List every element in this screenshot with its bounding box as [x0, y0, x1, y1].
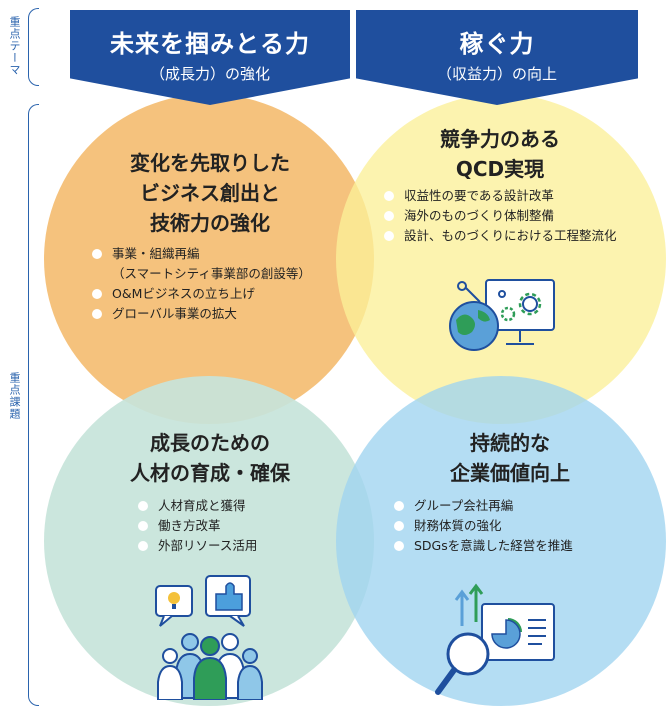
list-item: グローバル事業の拡大 [92, 304, 352, 324]
theme-side-label: 重点テーマ [8, 16, 21, 76]
people-idea-thumbs-up-icon [150, 572, 270, 704]
list-item: 収益性の要である設計改革 [384, 186, 654, 206]
growth-circle [44, 94, 374, 424]
issue-bracket [28, 104, 39, 706]
quadrant-bottom-right-list: グループ会社再編 財務体質の強化 SDGsを意識した経営を推進 [394, 496, 624, 556]
globe-gears-monitor-icon [440, 272, 560, 366]
list-item: O&Mビジネスの立ち上げ [92, 284, 352, 304]
list-item: 財務体質の強化 [394, 516, 624, 536]
theme-subtitle: （収益力）の向上 [436, 65, 557, 83]
quadrant-top-left: 変化を先取りした ビジネス創出と 技術力の強化 [90, 148, 330, 238]
profit-circle [336, 94, 666, 424]
list-item: 外部リソース活用 [138, 536, 328, 556]
theme-title: 稼ぐ力 [459, 30, 535, 58]
theme-ribbon-growth: 未来を掴みとる力 （成長力）の強化 [70, 10, 350, 105]
quadrant-top-right-list: 収益性の要である設計改革 海外のものづくり体制整備 設計、ものづくりにおける工程… [384, 186, 654, 246]
list-item: 設計、ものづくりにおける工程整流化 [384, 226, 654, 246]
theme-title: 未来を掴みとる力 [110, 30, 310, 58]
issue-side-label: 重点課題 [8, 372, 21, 420]
list-item: 人材育成と獲得 [138, 496, 328, 516]
theme-ribbon-profit: 稼ぐ力 （収益力）の向上 [356, 10, 638, 105]
quadrant-bottom-right: 持続的な 企業価値向上 [400, 428, 620, 488]
list-item: 事業・組織再編 （スマートシティ事業部の創設等） [92, 244, 352, 284]
list-item: グループ会社再編 [394, 496, 624, 516]
quadrant-title: 持続的な 企業価値向上 [450, 431, 570, 485]
quadrant-bottom-left-list: 人材育成と獲得 働き方改革 外部リソース活用 [138, 496, 328, 556]
theme-bracket [28, 8, 39, 86]
quadrant-title: 成長のための 人材の育成・確保 [130, 431, 290, 485]
list-item: 海外のものづくり体制整備 [384, 206, 654, 226]
list-item: 働き方改革 [138, 516, 328, 536]
theme-subtitle: （成長力）の強化 [149, 65, 270, 83]
quadrant-title: 変化を先取りした ビジネス創出と 技術力の強化 [130, 151, 290, 235]
quadrant-title: 競争力のある QCD実現 [440, 127, 560, 181]
quadrant-bottom-left: 成長のための 人材の育成・確保 [100, 428, 320, 488]
magnifier-chart-document-icon [432, 582, 562, 704]
quadrant-top-right: 競争力のある QCD実現 [390, 124, 610, 184]
list-item: SDGsを意識した経営を推進 [394, 536, 624, 556]
quadrant-top-left-list: 事業・組織再編 （スマートシティ事業部の創設等） O&Mビジネスの立ち上げ グロ… [92, 244, 352, 324]
